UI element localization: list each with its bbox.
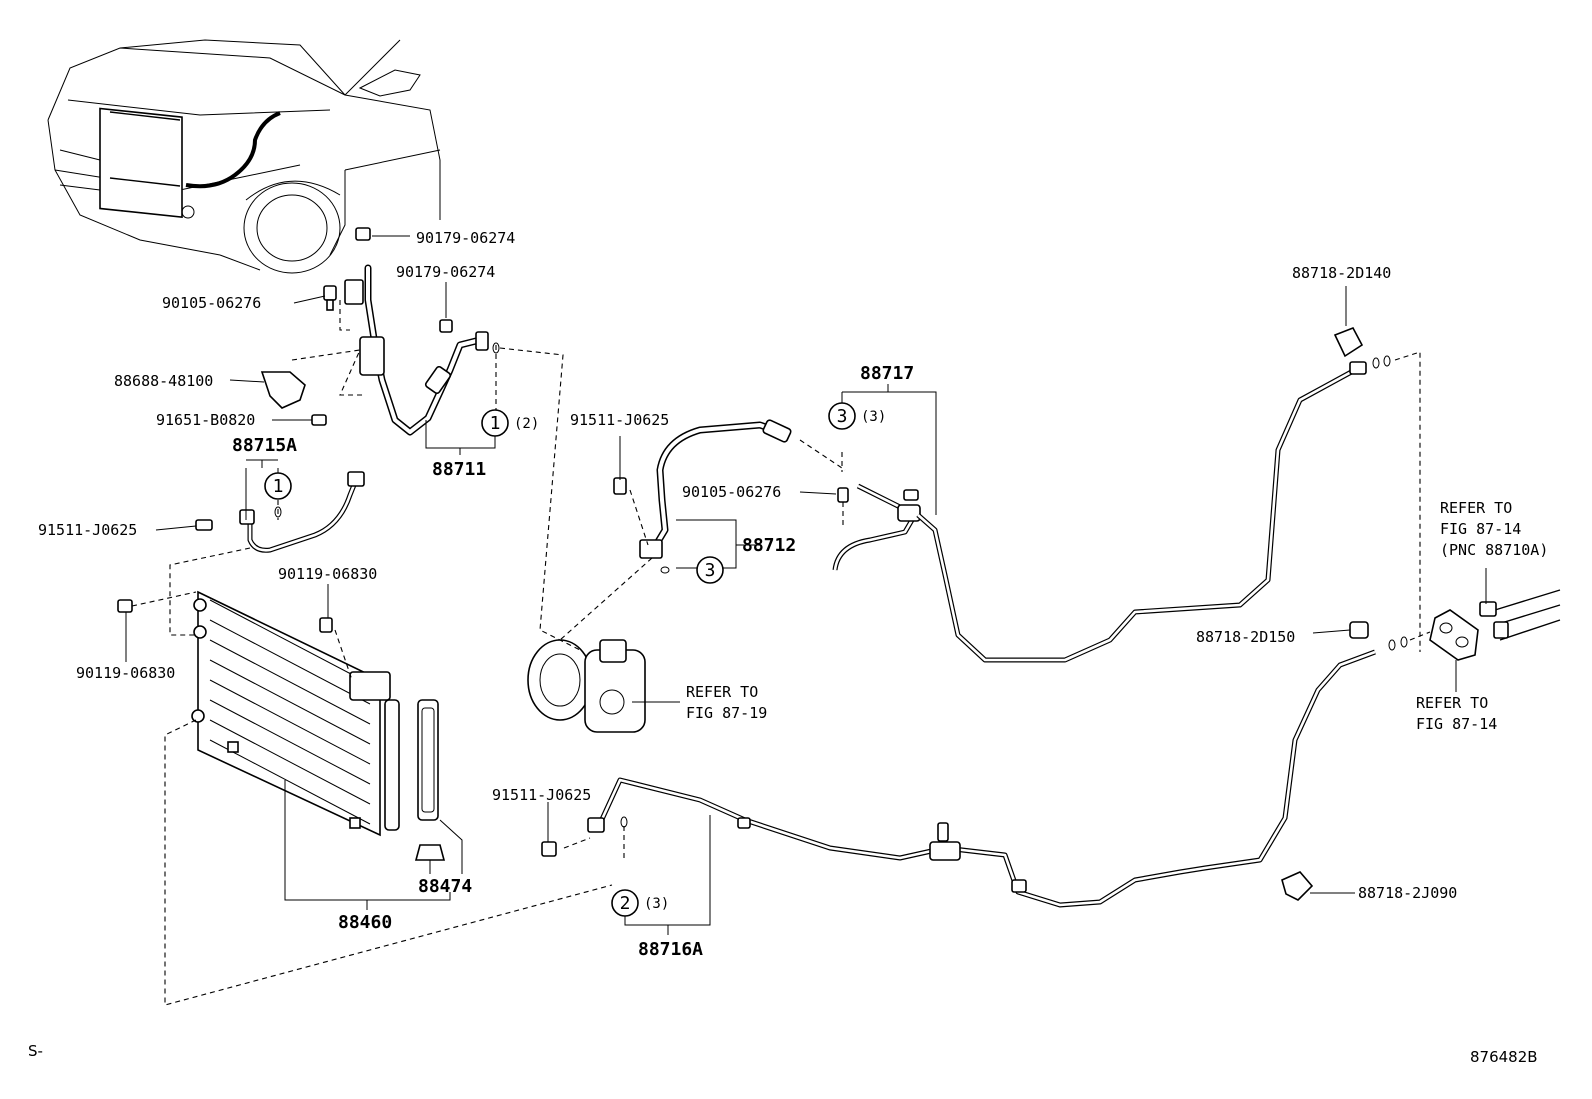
bolt-90105-left-icon (323, 285, 337, 311)
svg-text:2: 2 (620, 893, 631, 914)
label-88717: 88717 (860, 363, 914, 384)
label-90119-left: 90119-06830 (76, 664, 175, 682)
long-tube-upper (916, 355, 1391, 663)
svg-text:(3): (3) (861, 409, 886, 425)
leader-lines (125, 235, 1487, 935)
tube-88717 (832, 483, 921, 571)
tube-88716A (587, 636, 1408, 908)
reference-notes: REFER TO FIG 87-19 REFER TO FIG 87-14 (P… (686, 499, 1548, 733)
vehicle-front-illustration (47, 39, 441, 274)
label-91511-mid: 91511-J0625 (570, 411, 669, 429)
label-91511-left: 91511-J0625 (38, 521, 137, 539)
pipe-88715A (239, 471, 365, 553)
label-88711: 88711 (432, 459, 486, 480)
svg-text:1: 1 (490, 413, 501, 434)
callout-1-hose: 1 (2) (481, 409, 539, 437)
clamp-88718-2J090-icon (1281, 871, 1314, 901)
ref-fig-87-14-low-line2: FIG 87-14 (1416, 715, 1497, 733)
bracket-88688-icon (260, 371, 306, 409)
ref-fig-87-14-top-line1: REFER TO (1440, 499, 1512, 517)
bolt-91511-mid-icon (613, 477, 627, 495)
bolt-90119-top-icon (319, 617, 333, 633)
ref-fig-87-14-low-line1: REFER TO (1416, 694, 1488, 712)
bolt-91651-icon (311, 414, 327, 426)
label-88716A: 88716A (638, 939, 703, 960)
callout-3-hose: 3 (696, 556, 724, 584)
label-88688: 88688-48100 (114, 372, 213, 390)
label-90119-top: 90119-06830 (278, 565, 377, 583)
bolt-90179-top-icon (355, 227, 371, 241)
bolt-90179-mid-icon (439, 319, 453, 333)
label-88460: 88460 (338, 912, 392, 933)
suction-hose-88712 (639, 419, 792, 574)
svg-text:3: 3 (705, 560, 716, 581)
clip-88474-icon (414, 844, 446, 861)
svg-text:1: 1 (273, 476, 284, 497)
condenser-88460-icon (191, 590, 400, 837)
svg-text:3: 3 (837, 406, 848, 427)
callout-3-tube: 3 (3) (828, 402, 886, 430)
ref-fig-87-19-line2: FIG 87-19 (686, 704, 767, 722)
bolt-90119-left-icon (117, 599, 133, 613)
ref-fig-87-14-top-line2: FIG 87-14 (1440, 520, 1521, 538)
dashed-guides (131, 300, 1431, 1006)
label-88718-2D140: 88718-2D140 (1292, 264, 1391, 282)
label-90105-mid: 90105-06276 (682, 483, 781, 501)
callout-2-tube: 2 (3) (611, 889, 669, 917)
label-91511-low: 91511-J0625 (492, 786, 591, 804)
svg-text:(3): (3) (644, 896, 669, 912)
cap-88718-2D150-icon (1349, 621, 1369, 639)
label-88474: 88474 (418, 876, 472, 897)
seal-88474-icon (417, 699, 439, 821)
label-88718-2D150: 88718-2D150 (1196, 628, 1295, 646)
cap-88718-2D140-icon (1333, 326, 1364, 358)
bolt-91511-left-icon (195, 519, 213, 531)
compressor-icon (527, 639, 646, 733)
label-90179-top: 90179-06274 (416, 229, 515, 247)
figure-code: 876482B (1470, 1048, 1538, 1066)
label-90105-left: 90105-06276 (162, 294, 261, 312)
label-88712: 88712 (742, 535, 796, 556)
label-90179-mid: 90179-06274 (396, 263, 495, 281)
callout-1-pipe: 1 (264, 472, 292, 500)
ref-fig-87-14-top-line3: (PNC 88710A) (1440, 541, 1548, 559)
footer-left-mark: S- (28, 1042, 43, 1060)
expansion-block-icon (1429, 589, 1561, 661)
discharge-hose-88711 (344, 264, 500, 436)
ref-fig-87-19-line1: REFER TO (686, 683, 758, 701)
label-88718-2J090: 88718-2J090 (1358, 884, 1457, 902)
part-labels: 90179-06274 90179-06274 90105-06276 8868… (38, 229, 1457, 960)
label-88715A: 88715A (232, 435, 297, 456)
bolt-91511-low-icon (541, 841, 557, 857)
svg-text:(2): (2) (514, 416, 539, 432)
label-91651: 91651-B0820 (156, 411, 255, 429)
